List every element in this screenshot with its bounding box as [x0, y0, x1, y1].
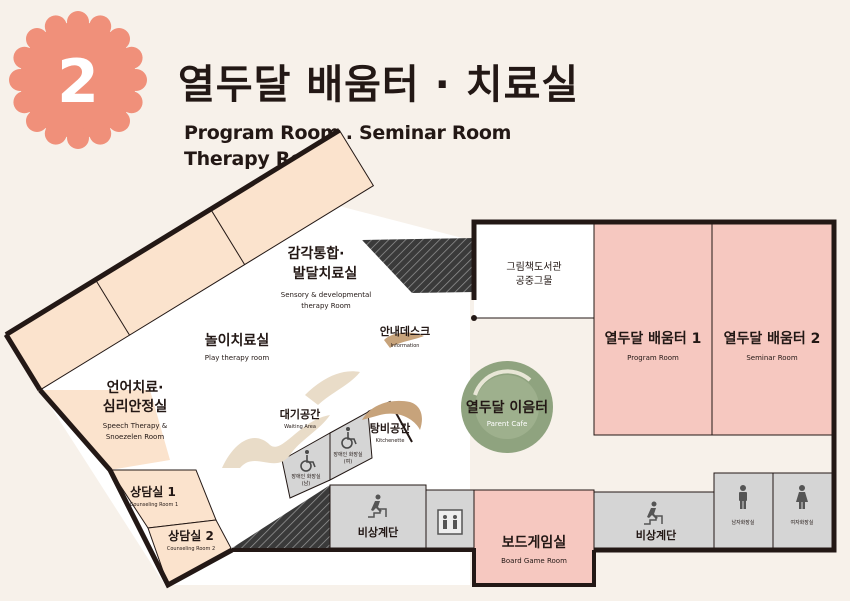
label-cafe-kr: 열두달 이음터: [466, 399, 548, 416]
label-library-2: 공중그물: [516, 275, 553, 287]
label-women-wc: 여자화장실: [790, 519, 813, 526]
label-info-en: Information: [391, 343, 420, 349]
man-icon: [739, 485, 747, 509]
label-play-kr: 놀이치료실: [205, 332, 269, 349]
board-game-room: [473, 489, 595, 586]
program-room-2: [711, 221, 833, 436]
label-waiting-en: Waiting Area: [284, 424, 316, 430]
label-stairs-left: 비상계단: [358, 525, 398, 539]
west-wall: [38, 388, 234, 589]
label-sensory-en-2: therapy Room: [301, 302, 351, 310]
label-speech-kr-2: 심리안정실: [103, 398, 167, 415]
label-info-kr: 안내데스크: [380, 324, 431, 338]
label-counsel1-kr: 상담실 1: [130, 484, 176, 499]
label-prog2-kr: 열두달 배움터 2: [724, 330, 821, 347]
label-men-wc: 남자화장실: [731, 519, 754, 526]
label-speech-en-1: Speech Therapy &: [103, 422, 168, 430]
label-speech-en-2: Snoezelen Room: [106, 433, 164, 441]
page-title: 열두달 배움터 · 치료실: [178, 62, 580, 108]
wheelchair-icon: [341, 427, 357, 449]
label-kitchen-kr: 탕비공간: [370, 421, 410, 435]
label-waiting-kr: 대기공간: [280, 407, 320, 421]
women-restroom: [772, 472, 833, 549]
hatched-connector-top: [362, 238, 475, 293]
men-restroom: [713, 472, 774, 549]
label-sensory-kr-2: 발달치료실: [293, 265, 357, 282]
label-prog1-kr: 열두달 배움터 1: [605, 330, 702, 347]
label-kitchen-en: Kitchenette: [376, 438, 405, 444]
stairs-runner-icon: [644, 501, 663, 525]
floor-number: 2: [57, 47, 99, 117]
hatched-connector-bottom: [232, 485, 330, 548]
stairs-runner-icon: [368, 494, 387, 518]
label-toilet-b-1: 장애인 화장실: [333, 451, 363, 458]
label-sensory-en-1: Sensory & developmental: [281, 291, 372, 299]
therapy-wing: [3, 128, 375, 392]
label-play-en: Play therapy room: [205, 354, 270, 362]
speech-room-lower: [40, 390, 170, 470]
label-toilet-a-1: 장애인 화장실: [291, 473, 321, 480]
floor-badge-shape: [9, 11, 147, 149]
label-prog1-en: Program Room: [627, 354, 679, 362]
east-outer-wall: [471, 219, 837, 553]
wheelchair-icon: [300, 450, 316, 472]
waiting-bench-2: [305, 371, 360, 405]
label-toilet-b-2: (여): [344, 458, 353, 465]
library-room: [474, 222, 594, 318]
info-desk-shape: [384, 332, 424, 348]
label-toilet-a-2: (남): [302, 480, 311, 487]
label-board-kr: 보드게임실: [502, 535, 566, 551]
label-prog2-en: Seminar Room: [746, 354, 797, 362]
label-counsel2-kr: 상담실 2: [168, 528, 214, 543]
woman-icon: [796, 485, 808, 509]
south-wall: [232, 548, 596, 587]
subtitle-line-1: Program Room . Seminar Room: [184, 122, 512, 144]
label-library-1: 그림책도서관: [506, 261, 561, 273]
program-room-1: [593, 221, 713, 436]
elevator-room: [425, 489, 475, 549]
label-stairs-right: 비상계단: [636, 528, 676, 542]
label-counsel2-en: Counseling Room 2: [167, 546, 215, 552]
label-board-en: Board Game Room: [501, 557, 567, 565]
kitchenette-counter: [362, 400, 422, 430]
floor-badge: 2: [9, 11, 147, 149]
label-cafe-en: Parent Cafe: [487, 420, 528, 428]
waiting-bench-1: [222, 415, 330, 468]
label-speech-kr-1: 언어치료·: [107, 379, 164, 396]
label-sensory-kr-1: 감각통합·: [288, 245, 345, 262]
elevator-icon: [437, 509, 463, 535]
label-counsel1-en: Counseling Room 1: [130, 502, 178, 508]
